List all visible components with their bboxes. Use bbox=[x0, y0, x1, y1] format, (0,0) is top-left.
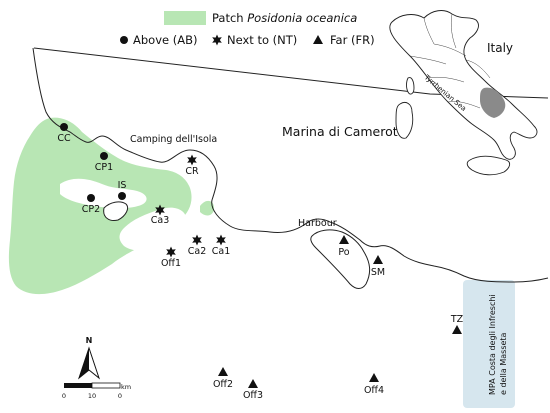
site-label: Ca1 bbox=[212, 246, 231, 257]
mpa-area bbox=[463, 280, 515, 408]
site-above-dot-icon bbox=[118, 192, 126, 200]
site-next-star-icon bbox=[187, 154, 197, 166]
town-label: Marina di Camerota bbox=[282, 124, 405, 139]
legend-above-dot-icon bbox=[120, 36, 128, 44]
site-next-star-icon bbox=[216, 234, 226, 246]
site-label: CP1 bbox=[95, 162, 113, 173]
posidonia-meadow bbox=[8, 117, 214, 295]
harbour-mole bbox=[310, 229, 371, 289]
site-sm: SM bbox=[371, 255, 385, 278]
posidonia-patch-east bbox=[200, 200, 214, 216]
site-off4: Off4 bbox=[364, 373, 384, 396]
legend: Patch Posidonia oceanica Above (AB) Next… bbox=[120, 11, 375, 47]
camping-label: Camping dell'Isola bbox=[130, 134, 217, 145]
site-label: Po bbox=[338, 247, 349, 258]
site-next-star-icon bbox=[155, 204, 165, 216]
mpa-zone: MPA Costa degli Infreschi e della Masset… bbox=[463, 280, 515, 408]
site-ca1: Ca1 bbox=[212, 234, 231, 257]
site-label: Off4 bbox=[364, 385, 384, 396]
mpa-label-line1: MPA Costa degli Infreschi bbox=[488, 294, 497, 395]
site-label: Ca2 bbox=[188, 246, 207, 257]
north-arrow-half bbox=[79, 348, 89, 378]
site-is: IS bbox=[118, 180, 127, 200]
scale-bar-dark bbox=[64, 383, 92, 388]
legend-far-label: Far (FR) bbox=[330, 33, 375, 47]
site-ca2: Ca2 bbox=[188, 234, 207, 257]
mpa-label-line2: e della Masseta bbox=[499, 332, 508, 395]
posidonia-gap-north bbox=[60, 178, 147, 209]
inset-sicily bbox=[466, 155, 511, 176]
site-label: Off1 bbox=[161, 258, 181, 269]
inset-campania-region bbox=[480, 87, 506, 118]
site-off2: Off2 bbox=[213, 367, 233, 390]
harbour-label: Harbour bbox=[298, 218, 337, 229]
site-far-triangle-icon bbox=[452, 325, 462, 334]
scale-tick-2: 0 bbox=[118, 392, 122, 400]
site-cc: CC bbox=[57, 123, 71, 144]
site-above-dot-icon bbox=[100, 152, 108, 160]
site-label: IS bbox=[118, 180, 127, 191]
site-cr: CR bbox=[185, 154, 199, 177]
site-cp1: CP1 bbox=[95, 152, 113, 173]
scale-bar-light bbox=[91, 382, 121, 389]
legend-next-star-icon bbox=[212, 34, 222, 46]
site-label: Off2 bbox=[213, 379, 233, 390]
inset-country-label: Italy bbox=[487, 41, 513, 55]
site-cp2: CP2 bbox=[82, 194, 100, 215]
site-label: CP2 bbox=[82, 204, 100, 215]
site-far-triangle-icon bbox=[248, 379, 258, 388]
scale-tick-1: 10 bbox=[88, 392, 96, 400]
site-label: CC bbox=[57, 133, 71, 144]
site-label: TZ bbox=[450, 314, 464, 325]
coastline bbox=[32, 47, 549, 283]
scale-unit: km bbox=[121, 383, 131, 391]
site-ca3: Ca3 bbox=[151, 204, 170, 226]
site-far-triangle-icon bbox=[369, 373, 379, 382]
site-label: CR bbox=[185, 166, 199, 177]
legend-patch-swatch bbox=[164, 11, 206, 25]
north-arrow: N bbox=[77, 336, 101, 380]
site-far-triangle-icon bbox=[218, 367, 228, 376]
site-po: Po bbox=[338, 235, 350, 258]
site-tz: TZ bbox=[450, 314, 464, 334]
legend-patch-label: Patch Posidonia oceanica bbox=[212, 11, 357, 25]
site-label: SM bbox=[371, 267, 385, 278]
site-above-dot-icon bbox=[87, 194, 95, 202]
legend-above-label: Above (AB) bbox=[133, 33, 197, 47]
site-far-triangle-icon bbox=[339, 235, 349, 244]
site-next-star-icon bbox=[192, 234, 202, 246]
inset-region-lines bbox=[409, 13, 491, 109]
inset-italy-outline bbox=[389, 10, 538, 160]
site-far-triangle-icon bbox=[373, 255, 383, 264]
site-off3: Off3 bbox=[243, 379, 263, 401]
site-off1: Off1 bbox=[161, 246, 181, 269]
scale-tick-0: 0 bbox=[62, 392, 66, 400]
legend-far-triangle-icon bbox=[313, 35, 323, 44]
legend-next-label: Next to (NT) bbox=[227, 33, 297, 47]
site-above-dot-icon bbox=[60, 123, 68, 131]
site-label: Off3 bbox=[243, 390, 263, 401]
inset-corsica bbox=[406, 77, 415, 95]
north-label: N bbox=[86, 336, 93, 345]
site-next-star-icon bbox=[166, 246, 176, 258]
island-outline bbox=[103, 201, 129, 221]
inset-sardinia bbox=[395, 101, 414, 139]
site-label: Ca3 bbox=[151, 215, 170, 226]
scale-bar: km 0 10 0 bbox=[62, 382, 131, 400]
inset-italy: Italy Tyrrhenian Sea bbox=[389, 10, 538, 176]
posidonia-gap-south bbox=[119, 207, 187, 251]
